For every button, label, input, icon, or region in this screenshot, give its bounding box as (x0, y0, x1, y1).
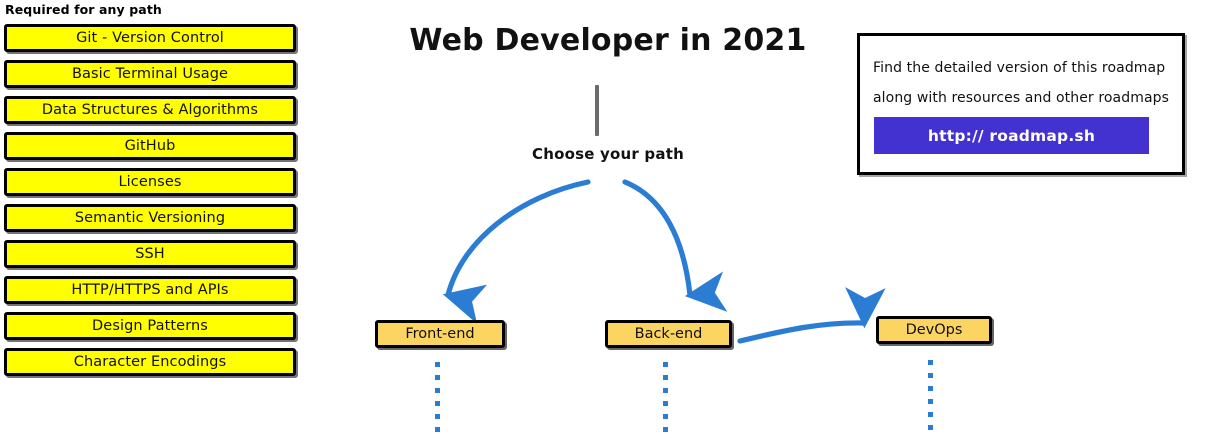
required-skill-terminal[interactable]: Basic Terminal Usage (4, 60, 296, 88)
required-skill-label: Semantic Versioning (74, 209, 226, 226)
title-connector-line (595, 85, 599, 136)
path-node-label: DevOps (905, 321, 963, 338)
required-skill-data-structures[interactable]: Data Structures & Algorithms (4, 96, 296, 124)
dotted-line-frontend (435, 362, 440, 440)
required-skill-ssh[interactable]: SSH (4, 240, 296, 268)
required-skill-git[interactable]: Git - Version Control (4, 24, 296, 52)
required-section-heading: Required for any path (5, 2, 162, 17)
path-node-frontend[interactable]: Front-end (375, 320, 505, 348)
required-skill-label: Design Patterns (92, 317, 208, 334)
required-skill-character-encodings[interactable]: Character Encodings (4, 348, 296, 376)
roadmap-title-block: Web Developer in 2021 (380, 24, 836, 58)
arrow-backend-to-devops (737, 287, 886, 344)
required-skill-label: Licenses (118, 173, 182, 190)
arrow-to-frontend (442, 179, 591, 324)
info-card: Find the detailed version of this roadma… (857, 33, 1185, 175)
dotted-line-devops (928, 360, 933, 438)
required-skill-github[interactable]: GitHub (4, 132, 296, 160)
required-skill-label: Basic Terminal Usage (71, 65, 229, 82)
required-skill-semantic-versioning[interactable]: Semantic Versioning (4, 204, 296, 232)
arrow-to-backend (622, 179, 728, 312)
info-card-text: Find the detailed version of this roadma… (860, 36, 1182, 113)
required-skill-design-patterns[interactable]: Design Patterns (4, 312, 296, 340)
path-node-label: Back-end (634, 325, 703, 342)
required-skill-label: GitHub (124, 137, 176, 154)
info-card-line-2: along with resources and other roadmaps (873, 90, 1170, 106)
path-node-backend[interactable]: Back-end (605, 320, 732, 348)
roadmap-url-label: http:// roadmap.sh (927, 126, 1096, 145)
required-skill-label: Data Structures & Algorithms (41, 101, 259, 118)
required-skills-column: Required for any path Git - Version Cont… (4, 0, 296, 384)
required-skill-label: Git - Version Control (76, 29, 224, 46)
roadmap-url-button[interactable]: http:// roadmap.sh (874, 117, 1149, 154)
info-card-line-1: Find the detailed version of this roadma… (873, 60, 1166, 76)
choose-path-label: Choose your path (532, 145, 684, 163)
path-node-devops[interactable]: DevOps (876, 316, 992, 344)
required-skill-http-apis[interactable]: HTTP/HTTPS and APIs (4, 276, 296, 304)
required-skill-label: HTTP/HTTPS and APIs (71, 281, 229, 298)
required-skill-licenses[interactable]: Licenses (4, 168, 296, 196)
required-skill-label: Character Encodings (73, 353, 227, 370)
required-skills-list: Git - Version Control Basic Terminal Usa… (4, 24, 296, 376)
path-node-label: Front-end (405, 325, 475, 342)
page-title: Web Developer in 2021 (409, 23, 807, 58)
required-skill-label: SSH (135, 245, 165, 262)
dotted-line-backend (663, 362, 668, 440)
